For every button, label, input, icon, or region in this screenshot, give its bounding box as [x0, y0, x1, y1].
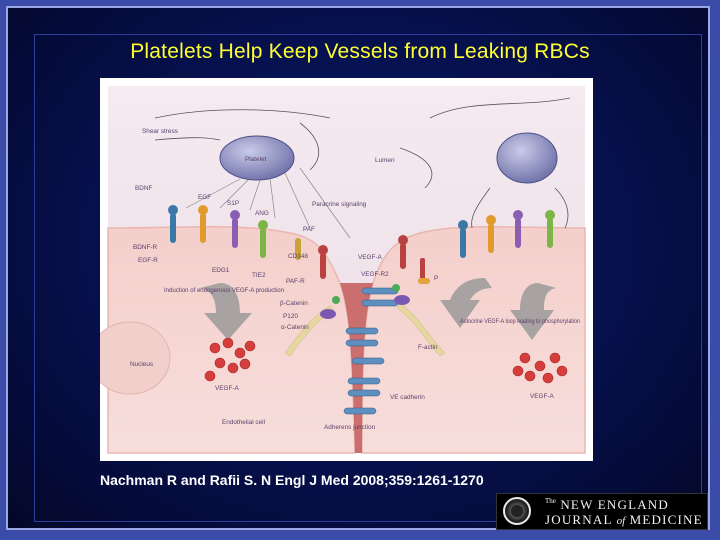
diagram-text-labels: Shear stress Platelet Lumen BDNF EGF S1P… [130, 128, 580, 431]
label-ve-cadherin: VE cadherin [390, 394, 425, 401]
nejm-logo-line2: JOURNAL of MEDICINE [545, 512, 703, 527]
platelet-left [219, 135, 295, 181]
label-p120: P120 [283, 313, 298, 320]
label-bdnf-r: BDNF-R [133, 244, 158, 251]
nejm-logo: The NEW ENGLAND JOURNAL of MEDICINE [496, 493, 708, 530]
junction-cleft [340, 283, 373, 453]
label-nucleus: Nucleus [130, 361, 153, 368]
nejm-seal-icon [503, 497, 531, 525]
induction-arrow [200, 283, 252, 340]
actin-filaments [284, 302, 446, 357]
nucleus [100, 321, 171, 395]
label-ang: ANG [255, 210, 269, 217]
label-f-actin: F-actin [418, 344, 438, 351]
label-shear-stress: Shear stress [142, 128, 178, 135]
slide-title: Platelets Help Keep Vessels from Leaking… [130, 40, 590, 63]
label-p: P [434, 275, 438, 282]
label-paracrine-signaling: Paracrine signaling [312, 201, 367, 208]
label-s1p: S1P [227, 200, 239, 207]
signal-arrows [185, 167, 351, 239]
label-edg1: EDG1 [212, 267, 230, 274]
diagram-svg: Shear stress Platelet Lumen BDNF EGF S1P… [100, 86, 586, 454]
label-egf: EGF [198, 194, 211, 201]
label-vegf-r2: VEGF-R2 [361, 271, 389, 278]
shear-stress-arrows [154, 97, 571, 229]
diagram-figure: Shear stress Platelet Lumen BDNF EGF S1P… [100, 78, 593, 461]
platelet-right [496, 132, 558, 184]
label-tie2: TIE2 [252, 272, 266, 279]
label-alpha-catenin: α-Catenin [281, 324, 309, 331]
receptors-left [168, 205, 328, 279]
label-induction: Induction of endogenous VEGF-A productio… [164, 287, 284, 294]
label-lumen: Lumen [375, 157, 395, 164]
label-egf-r: EGF-R [138, 257, 158, 264]
nejm-logo-line1: The NEW ENGLAND [545, 497, 669, 512]
phospho-markers [320, 278, 430, 319]
label-cd148: CD148 [288, 253, 308, 260]
vegf-dots [204, 337, 568, 384]
label-bdnf: BDNF [135, 185, 152, 192]
slide-inner-border [34, 34, 702, 522]
autocrine-arrow-b [510, 283, 556, 340]
label-paf-r: PAF-R [286, 278, 305, 285]
label-endothelial-cell: Endothelial cell [222, 419, 265, 426]
label-vegf-a-left: VEGF-A [215, 385, 240, 392]
citation-text: Nachman R and Rafii S. N Engl J Med 2008… [100, 472, 484, 488]
label-vegf-a-top: VEGF-A [358, 254, 383, 261]
endothelial-cell-right [361, 226, 586, 454]
ve-cadherin-chains [343, 287, 399, 415]
label-adherens-junction: Adherens junction [324, 424, 376, 431]
autocrine-arrow-a [440, 278, 492, 328]
label-platelet: Platelet [245, 156, 267, 163]
receptors-right [398, 210, 555, 280]
label-vegf-a-right: VEGF-A [530, 393, 555, 400]
label-autocrine: Autocrine VEGF-A loop leading to phospho… [460, 318, 580, 325]
label-beta-catenin: β-Catenin [280, 300, 308, 307]
label-paf: PAF [303, 226, 315, 233]
